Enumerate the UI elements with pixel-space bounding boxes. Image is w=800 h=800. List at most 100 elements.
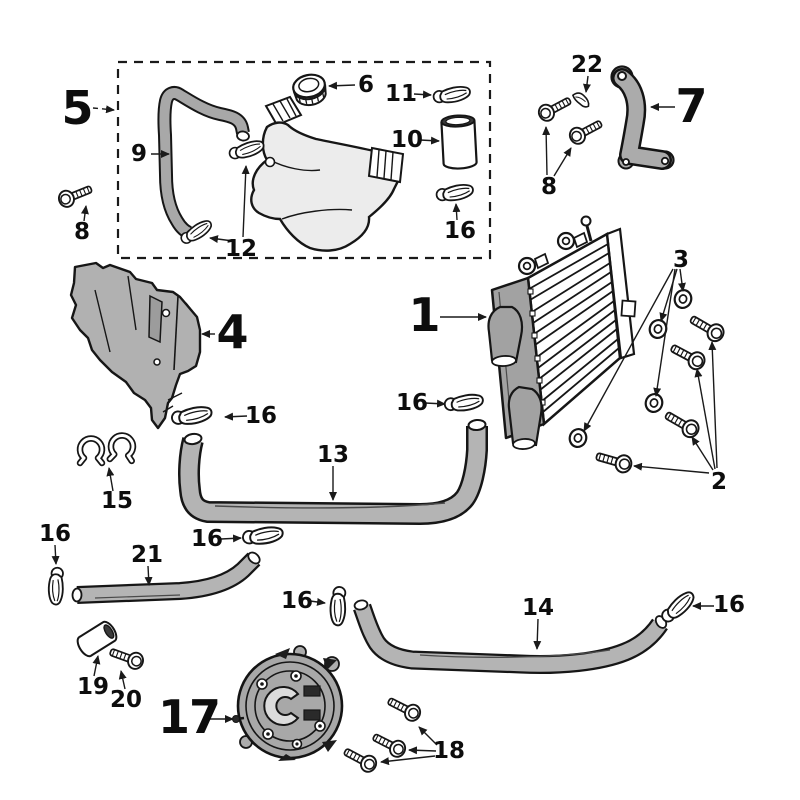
- part-label-18: 18: [433, 738, 465, 764]
- leader-line-21: [144, 565, 153, 586]
- part-label-16: 16: [281, 588, 313, 614]
- pump-horseshoe: [263, 686, 300, 726]
- part-label-5: 5: [61, 81, 92, 135]
- part-label-16: 16: [39, 521, 71, 547]
- leader-line-12: [209, 235, 234, 244]
- clamp-12-upper: [227, 138, 267, 163]
- part-label-16: 16: [245, 403, 277, 429]
- leader-line-2: [708, 341, 718, 469]
- radiator-upper-stub: [487, 305, 524, 364]
- part-label-17: 17: [158, 690, 220, 744]
- washer-3-c: [642, 390, 666, 416]
- part-label-2: 2: [711, 469, 727, 495]
- hose-14: [353, 599, 668, 674]
- leader-line-15: [106, 467, 115, 492]
- part-label-16: 16: [191, 526, 223, 552]
- part-label-16: 16: [396, 390, 428, 416]
- leader-line-16: [51, 544, 60, 565]
- leader-line-6: [328, 81, 356, 90]
- leader-line-11: [413, 90, 432, 99]
- part-label-19: 19: [77, 674, 109, 700]
- sleeve-10: [440, 114, 478, 170]
- radiator-1: [487, 215, 637, 450]
- leader-line-18: [408, 746, 437, 755]
- bolt-8-right-1: [535, 92, 575, 125]
- part-label-6: 6: [358, 72, 374, 98]
- hose-13: [178, 418, 488, 526]
- clamp-16-tank: [434, 182, 475, 204]
- part-label-13: 13: [317, 442, 349, 468]
- part-label-15: 15: [101, 488, 133, 514]
- leader-line-3: [583, 268, 674, 432]
- part-label-10: 10: [391, 127, 423, 153]
- pump-bolts: [256, 670, 326, 750]
- part-label-7: 7: [675, 79, 706, 133]
- bolt-2-c: [661, 406, 703, 442]
- part-label-1: 1: [408, 288, 439, 342]
- leader-line-10: [419, 136, 440, 145]
- clamp-11: [431, 84, 472, 106]
- radiator-joint-bolts: [527, 288, 546, 406]
- leader-line-16: [220, 534, 242, 543]
- shroud-4: [69, 261, 202, 430]
- tank-body: [250, 121, 404, 252]
- leader-line-12: [241, 165, 250, 238]
- leader-line-16: [452, 203, 461, 221]
- part-label-3: 3: [673, 247, 689, 273]
- leader-line-16: [424, 399, 446, 408]
- clamp-16-radiator: [443, 392, 485, 414]
- part-label-16: 16: [444, 218, 476, 244]
- filler-neck: [264, 95, 303, 127]
- bolt-20: [106, 643, 147, 673]
- leader-line-8: [80, 205, 89, 222]
- part-label-16: 16: [713, 592, 745, 618]
- part-label-11: 11: [385, 81, 417, 107]
- clip-15-b: [110, 435, 134, 461]
- leader-line-3: [677, 268, 686, 292]
- leader-line-2: [691, 436, 714, 471]
- group-5-dashed-box: [116, 60, 492, 260]
- spacer-19: [76, 620, 118, 658]
- pump-tabs: [275, 648, 337, 761]
- clip-22: [571, 92, 590, 108]
- clip-15-a: [80, 439, 102, 463]
- leader-line-2: [633, 462, 710, 474]
- part-label-9: 9: [131, 141, 147, 167]
- bolt-8-right-2: [566, 115, 606, 148]
- leader-line-18: [418, 726, 438, 746]
- leader-line-2: [694, 368, 716, 470]
- leader-line-14: [533, 618, 542, 650]
- water-pump-17: [232, 645, 344, 761]
- part-label-12: 12: [225, 236, 257, 262]
- leader-line-8: [553, 147, 572, 177]
- washer-3-d: [566, 425, 590, 451]
- leader-line-19: [92, 655, 101, 677]
- part-label-22: 22: [571, 52, 603, 78]
- radiator-lower-stub: [507, 385, 543, 447]
- leader-line-22: [583, 75, 591, 93]
- bolt-2-d: [593, 446, 635, 476]
- leader-line-5: [92, 105, 115, 114]
- washer-3-a: [671, 286, 695, 312]
- clamp-16-hose13: [241, 525, 285, 547]
- leader-line-18: [380, 755, 436, 766]
- leader-line-16: [309, 597, 326, 606]
- expansion-tank: [250, 73, 405, 252]
- bolt-2-a: [686, 310, 728, 346]
- bolt-18-b: [369, 728, 409, 761]
- leader-line-8: [542, 126, 551, 176]
- part-label-14: 14: [522, 595, 554, 621]
- bolt-18-a: [384, 692, 424, 725]
- leader-line-3: [653, 268, 676, 397]
- part-label-8: 8: [74, 219, 90, 245]
- part-label-4: 4: [216, 305, 247, 359]
- leader-line-16: [224, 412, 248, 421]
- bolt-8-left: [55, 180, 96, 211]
- clamp-16-hose21: [46, 566, 66, 606]
- clamp-16-hose14-left: [328, 585, 349, 627]
- bolt-18-c: [340, 743, 380, 776]
- hose-21: [71, 551, 261, 604]
